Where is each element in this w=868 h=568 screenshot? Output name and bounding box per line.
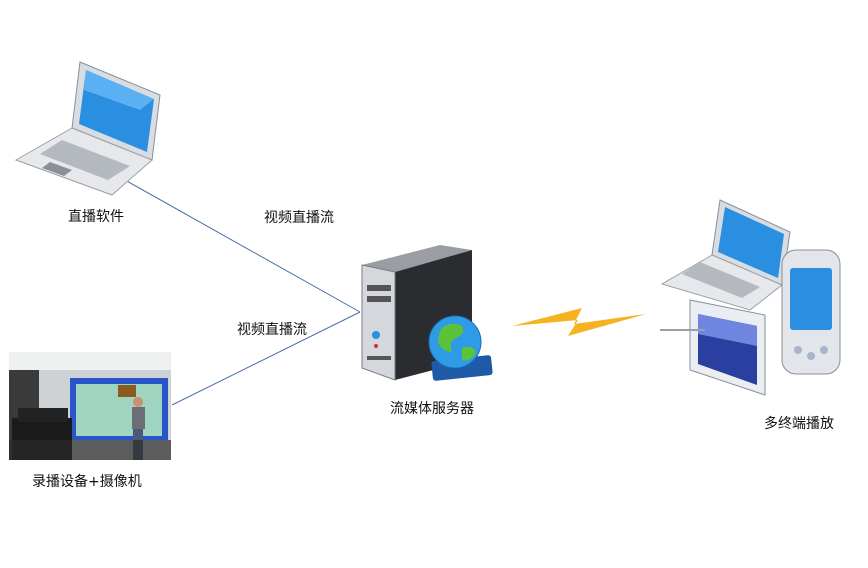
label-live-software: 直播软件 [68,209,124,225]
connector-camera-server [171,311,361,406]
multi-terminal-devices-icon [660,199,841,396]
label-streaming-server: 流媒体服务器 [390,401,474,417]
label-recorder-camera: 录播设备+摄像机 [32,474,142,490]
label-upper-stream: 视频直播流 [264,210,334,226]
recording-studio-photo [9,352,171,460]
label-multi-terminal: 多终端播放 [764,416,834,432]
connector-laptop-server [124,179,361,313]
label-lower-stream: 视频直播流 [237,322,307,338]
wireless-signal-icon [512,308,646,336]
globe-film-icon [428,315,493,381]
laptop-icon [14,61,161,196]
